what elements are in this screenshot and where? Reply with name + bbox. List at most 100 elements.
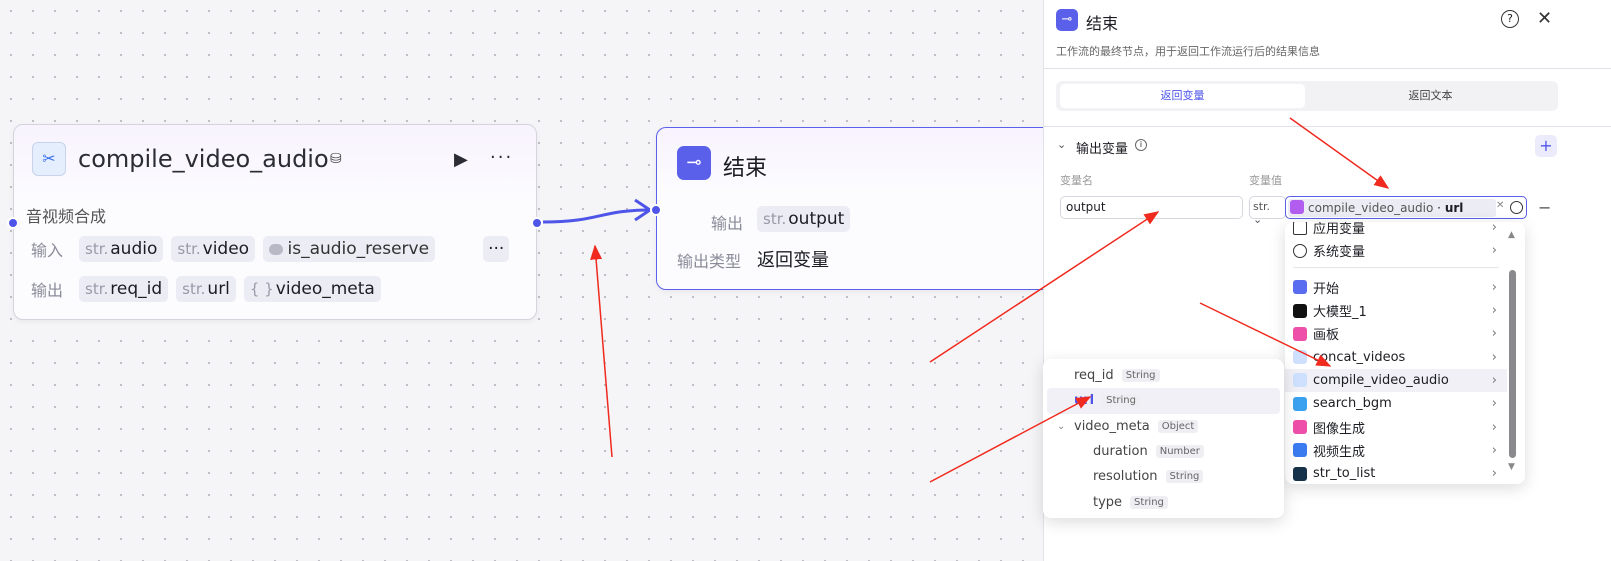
node-ref-icon [1290, 200, 1304, 214]
node-type-icon [1293, 350, 1307, 365]
chevron-right-icon: › [1491, 303, 1497, 319]
input-tag: str.audio [79, 236, 164, 262]
node-type-icon [1293, 303, 1307, 318]
scroll-up-icon[interactable]: ▲ [1508, 230, 1515, 240]
chevron-right-icon: › [1491, 466, 1497, 482]
dropdown-item[interactable]: 大模型_1› [1285, 299, 1507, 322]
input-port[interactable] [650, 204, 662, 216]
output-label: 输出 [711, 214, 744, 233]
add-variable-button[interactable]: + [1535, 135, 1557, 157]
plugin-store-icon: ⛁ [330, 151, 342, 167]
clear-icon[interactable]: ✕ [1496, 200, 1505, 211]
chevron-right-icon: › [1491, 222, 1497, 236]
dropdown-item[interactable]: 视频生成› [1285, 439, 1507, 462]
type-badge: Number [1155, 445, 1204, 459]
close-icon[interactable]: ✕ [1537, 8, 1553, 29]
toggle-icon [269, 243, 284, 255]
inputs-row: 输入 str.audio str.video is_audio_reserve … [31, 236, 517, 262]
tab-return-variable[interactable]: 返回变量 [1060, 84, 1305, 108]
chevron-right-icon: › [1491, 442, 1497, 458]
node-type-icon [1293, 466, 1307, 481]
type-badge: String [1121, 369, 1160, 383]
inputs-label: 输入 [31, 241, 64, 260]
info-icon[interactable]: i [1135, 139, 1147, 151]
panel-icon: ⊸ [1056, 9, 1078, 31]
panel-title: 结束 [1086, 14, 1119, 33]
variable-name-input[interactable]: output [1060, 196, 1243, 219]
node-type-icon [1293, 280, 1307, 295]
type-badge: String [1165, 470, 1204, 484]
dropdown-item[interactable]: 图像生成› [1285, 415, 1507, 438]
input-port[interactable] [7, 217, 19, 229]
node-type-icon [1293, 326, 1307, 341]
variable-type-select[interactable]: str. ⌄ [1249, 196, 1286, 226]
node-type-icon [1293, 373, 1307, 388]
node-icon: ✂ [32, 142, 66, 176]
return-type-value: 返回变量 [757, 250, 829, 271]
node-title: compile_video_audio [78, 145, 329, 173]
chevron-right-icon: › [1491, 372, 1497, 388]
chevron-right-icon: › [1491, 396, 1497, 412]
chevron-right-icon: › [1491, 279, 1497, 295]
chevron-right-icon: › [1491, 243, 1497, 259]
type-badge: String [1102, 394, 1140, 408]
variable-source-dropdown: 应用变量›系统变量› 开始›大模型_1›画板›concat_videos›comp… [1285, 222, 1525, 484]
dropdown-item[interactable]: 系统变量› [1285, 239, 1507, 262]
target-icon[interactable] [1510, 201, 1523, 214]
node-type-icon [1293, 396, 1307, 411]
chevron-right-icon: › [1491, 419, 1497, 435]
output-port[interactable] [531, 217, 543, 229]
output-tag: { }video_meta [243, 276, 381, 302]
connection-edge [542, 208, 651, 224]
return-mode-tabs: 返回变量 返回文本 [1056, 81, 1558, 111]
outputs-row: 输出 str.req_id str.url { }video_meta [31, 276, 389, 302]
dropdown-item[interactable]: concat_videos› [1285, 345, 1507, 368]
collapse-chevron-icon[interactable]: ⌄ [1057, 138, 1067, 151]
node-type-icon [1293, 243, 1307, 258]
expand-chevron-icon[interactable]: ⌄ [1057, 420, 1066, 432]
more-inputs-button[interactable]: ··· [483, 236, 510, 262]
scrollbar[interactable] [1509, 270, 1516, 458]
panel-description: 工作流的最终节点，用于返回工作流运行后的结果信息 [1056, 45, 1320, 58]
input-tag: is_audio_reserve [263, 236, 436, 262]
scroll-down-icon[interactable]: ▼ [1508, 462, 1515, 472]
more-button[interactable]: ··· [490, 147, 514, 168]
dropdown-item[interactable]: compile_video_audio› [1285, 368, 1507, 393]
outputs-label: 输出 [31, 281, 64, 300]
divider [1293, 266, 1499, 268]
tab-return-text[interactable]: 返回文本 [1408, 89, 1453, 102]
remove-variable-button[interactable]: − [1538, 198, 1552, 217]
dropdown-item[interactable]: str_to_list› [1285, 462, 1507, 484]
node-type-icon [1293, 420, 1307, 435]
run-button[interactable]: ▶ [454, 149, 468, 170]
node-type-icon [1293, 443, 1307, 458]
dropdown-item[interactable]: 开始› [1285, 276, 1507, 299]
column-value-label: 变量值 [1249, 174, 1282, 187]
node-description: 音视频合成 [26, 207, 107, 226]
dropdown-item[interactable]: 应用变量› [1285, 222, 1507, 239]
return-type-label: 输出类型 [677, 252, 742, 271]
workflow-canvas[interactable]: ✂ compile_video_audio ⛁ ▶ ··· 音视频合成 输入 s… [0, 0, 1076, 561]
node-title: 结束 [723, 156, 768, 181]
node-type-icon [1293, 222, 1307, 235]
output-tag: str.req_id [79, 276, 169, 302]
node-compile-video-audio[interactable]: ✂ compile_video_audio ⛁ ▶ ··· 音视频合成 输入 s… [13, 124, 537, 320]
help-icon[interactable]: ? [1501, 10, 1519, 28]
dropdown-item[interactable]: 画板› [1285, 322, 1507, 345]
dropdown-item[interactable]: search_bgm› [1285, 392, 1507, 415]
variable-value-reference[interactable]: compile_video_audio · url ✕ [1285, 196, 1527, 219]
end-icon: ⊸ [677, 146, 711, 180]
output-tag: str.output [757, 206, 851, 232]
type-badge: Object [1157, 419, 1199, 433]
chevron-right-icon: › [1491, 326, 1497, 342]
type-badge: String [1130, 495, 1168, 509]
input-tag: str.video [171, 236, 256, 262]
node-end[interactable]: ⊸ 结束 输出 str.output 输出类型 返回变量 [656, 127, 1076, 290]
